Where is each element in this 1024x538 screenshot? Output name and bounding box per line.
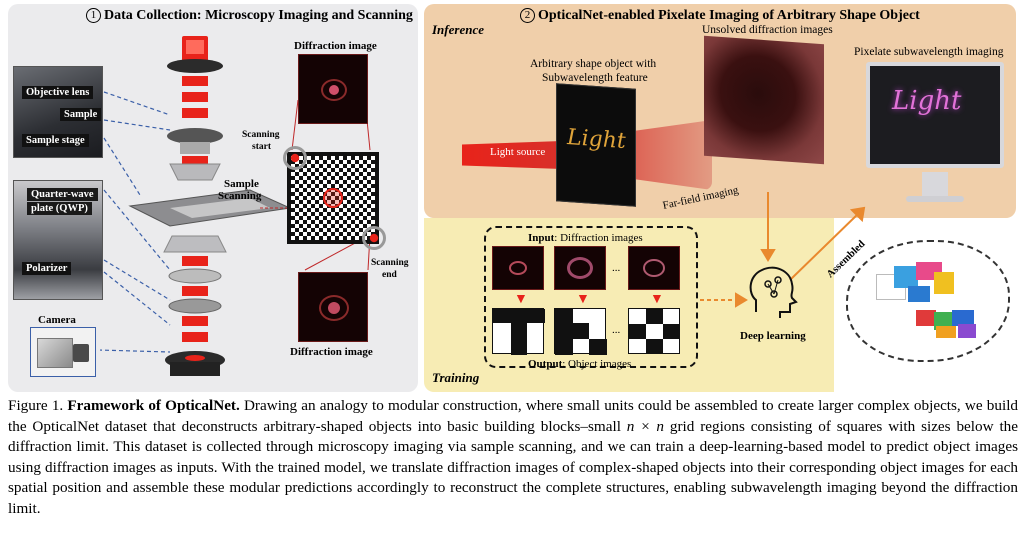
pixelate-label: Pixelate subwavelength imaging [854, 46, 1004, 58]
panel2-title-text: OpticalNet-enabled Pixelate Imaging of A… [538, 8, 920, 23]
caption-math: n × n [626, 417, 664, 435]
output-bold: Output [528, 358, 563, 370]
panel2-number: 2 [520, 8, 535, 23]
train-diffraction-1 [492, 246, 544, 290]
panel1-number: 1 [86, 8, 101, 23]
deep-learning-label: Deep learning [740, 330, 806, 342]
down-arrow-3: ▼ [650, 292, 664, 307]
diffraction-label-bottom: Diffraction image [290, 346, 373, 358]
object-plate: Light [556, 83, 636, 207]
output-label: Output: Object images [528, 358, 631, 370]
down-arrow-2: ▼ [576, 292, 590, 307]
input-bold: Input [528, 232, 555, 244]
qwp-label-1: Quarter-wave [27, 188, 98, 201]
object-word: Light [567, 124, 626, 155]
qwp-label-2: plate (QWP) [27, 202, 92, 215]
train-diffraction-2 [554, 246, 606, 290]
objective-lens-label: Objective lens [22, 86, 94, 99]
unsolved-label: Unsolved diffraction images [702, 24, 833, 36]
polarizer-label: Polarizer [22, 262, 72, 275]
training-dataset-box [484, 226, 698, 368]
object-label-1: Arbitrary shape object with [530, 58, 657, 70]
caption-part2: grid regions consisting of squares with … [8, 417, 1019, 517]
monitor: Light [866, 62, 1004, 168]
inference-label: Inference [432, 22, 484, 37]
caption-bold: Framework of OpticalNet. [67, 397, 240, 414]
input-rest: : Diffraction images [554, 232, 643, 244]
diffraction-image-top [298, 54, 368, 124]
monitor-stand [922, 172, 948, 196]
figure-caption: Figure 1. Framework of OpticalNet. Drawi… [8, 396, 1018, 519]
camera-photo [30, 327, 96, 377]
training-label: Training [432, 370, 480, 385]
monitor-base [906, 196, 964, 202]
unsolved-diffraction-image [704, 35, 824, 165]
down-arrow-1: ▼ [514, 292, 528, 307]
object-label-2: Subwavelength feature [542, 72, 648, 84]
sample-label: Sample [60, 108, 102, 121]
scanning-end-label-1: Scanning [371, 258, 409, 268]
diffraction-label-top: Diffraction image [294, 40, 377, 52]
flow-arrows [700, 192, 866, 308]
caption-part1: Drawing an analogy to modular constructi… [8, 397, 1019, 435]
camera-label: Camera [38, 314, 76, 326]
dots-bottom: ... [612, 324, 621, 336]
scan-start-marker [283, 146, 307, 170]
sample-stage-label: Sample stage [22, 134, 89, 147]
object-image-2 [554, 308, 607, 355]
sample-scanning-label-2: Scanning [218, 190, 262, 202]
caption-prefix: Figure 1. [8, 397, 68, 414]
panel1-title-text: Data Collection: Microscopy Imaging and … [104, 8, 413, 23]
scan-end-marker [362, 226, 386, 250]
object-image-3 [628, 308, 680, 354]
optical-column [100, 36, 371, 376]
sample-scanning-label-1: Sample [224, 178, 259, 190]
output-rest: : Object images [562, 358, 632, 370]
assembled-cloud [846, 240, 1010, 362]
assembled-blocks [876, 262, 986, 342]
brain-head-icon [749, 266, 798, 318]
diffraction-image-bottom [298, 272, 368, 342]
scanning-start-label-2: start [252, 142, 271, 152]
scanning-start-label-1: Scanning [242, 130, 280, 140]
dots-top: ... [612, 262, 621, 274]
train-diffraction-3 [628, 246, 680, 290]
scanning-end-label-2: end [382, 270, 397, 280]
pixelate-word: Light [892, 86, 962, 116]
object-image-1 [492, 308, 545, 355]
light-source-label: Light source [490, 146, 546, 158]
input-label: Input: Diffraction images [528, 232, 643, 244]
